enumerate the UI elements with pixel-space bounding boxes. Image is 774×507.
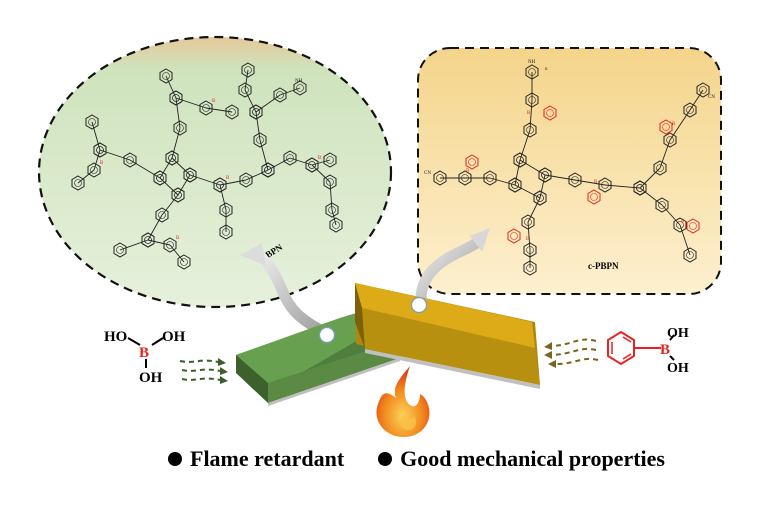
phenylboronic-acid-boron: B (660, 342, 670, 358)
bond-line (165, 75, 177, 99)
flame-icon (376, 366, 430, 438)
bond-line (175, 97, 181, 129)
bullet-icon (378, 452, 393, 466)
bond-line (259, 139, 269, 171)
bond-line (171, 127, 181, 159)
phenylboronic-acid-oh-bottom: OH (667, 361, 689, 376)
atom-label: B (318, 156, 322, 161)
bond-line (489, 177, 516, 186)
c-pbpn-rect-border (417, 47, 722, 295)
bond-line (519, 129, 531, 161)
property-list: Flame retardant Good mechanical properti… (168, 446, 665, 472)
atom-label: NH (528, 60, 536, 65)
phenylboronic-acid-arrowheads (544, 342, 556, 368)
green-slab-anchor (318, 326, 336, 344)
property-label: Good mechanical properties (400, 446, 665, 471)
bond-line (689, 89, 704, 111)
atom-label: B (466, 169, 470, 174)
bond-line (574, 179, 606, 186)
bond-line (544, 174, 576, 181)
bond-line (639, 167, 661, 189)
bond-line (91, 121, 101, 151)
arrow-head-c-pbpn (470, 228, 490, 252)
bond-line (331, 209, 337, 226)
boric-acid-flow-arrows (179, 359, 221, 381)
bond-line (119, 239, 149, 251)
property-label: Flame retardant (190, 446, 345, 471)
bond-line (661, 204, 681, 226)
atom-label: B (100, 161, 104, 166)
bond-line (311, 164, 331, 183)
atom-label: B (176, 236, 180, 241)
boric-acid-ho-left: HO (104, 329, 127, 345)
atom-label: CN (708, 95, 715, 100)
bond-line (255, 94, 281, 113)
atom-label: n (545, 67, 548, 72)
atom-label: B (526, 237, 530, 242)
atom-label: B (681, 219, 685, 224)
atom-label: NH (295, 79, 303, 84)
c-bpn-ellipse-border (37, 35, 393, 309)
c-pbpn-panel: B NH nB CN B B B CN B c-PBPN (417, 47, 722, 295)
boric-acid-structure: HO B OH OH (104, 329, 186, 386)
bond-line (267, 157, 291, 171)
bond-line (189, 174, 221, 186)
atom-label: B (226, 176, 230, 181)
atom-label: B (594, 180, 598, 185)
boric-acid-boron: B (139, 345, 149, 361)
bond-line (129, 159, 161, 179)
boric-acid-oh-right: OH (162, 329, 186, 345)
boric-acid-arrowheads (218, 358, 228, 384)
bond-line (639, 187, 663, 206)
bond-line (147, 214, 163, 241)
property-flame-retardant: Flame retardant (168, 446, 344, 472)
arrow-to-c-bpn (254, 250, 331, 339)
phenylboronic-acid-oh-top: OH (667, 326, 689, 341)
bond-line (219, 179, 247, 186)
bond-line (659, 139, 671, 169)
c-bpn-structure: B B B B B NH (71, 62, 343, 270)
phenylboronic-acid-flow-arrows (551, 338, 599, 365)
atom-label: B (527, 111, 531, 116)
bond-line (245, 169, 269, 181)
arrow-to-c-pbpn (415, 237, 482, 304)
gold-slab (355, 283, 540, 389)
bond-line (527, 221, 531, 251)
bond-line (175, 97, 207, 109)
bond-line (219, 184, 227, 211)
bond-line (161, 194, 179, 216)
bond-line (527, 197, 541, 223)
atom-label: CN (424, 171, 431, 176)
boric-acid-oh-bottom: OH (139, 370, 163, 386)
c-pbpn-label: c-PBPN (588, 261, 619, 271)
atom-label: B (212, 99, 216, 104)
bond-line (329, 181, 333, 211)
bond-line (529, 99, 533, 131)
bullet-icon (168, 452, 182, 466)
bond-line (679, 224, 691, 256)
property-mechanical: Good mechanical properties (378, 446, 665, 472)
bond-line (289, 157, 313, 166)
arrow-head-c-bpn (240, 243, 266, 266)
bond-line (99, 149, 131, 161)
c-pbpn-structure: B NH nB CN B B B CN B (424, 60, 715, 276)
bond-line (244, 89, 257, 113)
atom-label: B (672, 122, 676, 127)
phenylboronic-acid-structure: B OH OH (607, 326, 689, 376)
bond-line (255, 111, 261, 141)
bond-line (311, 159, 331, 166)
bond-line (205, 107, 233, 113)
gold-slab-anchor (410, 296, 428, 314)
